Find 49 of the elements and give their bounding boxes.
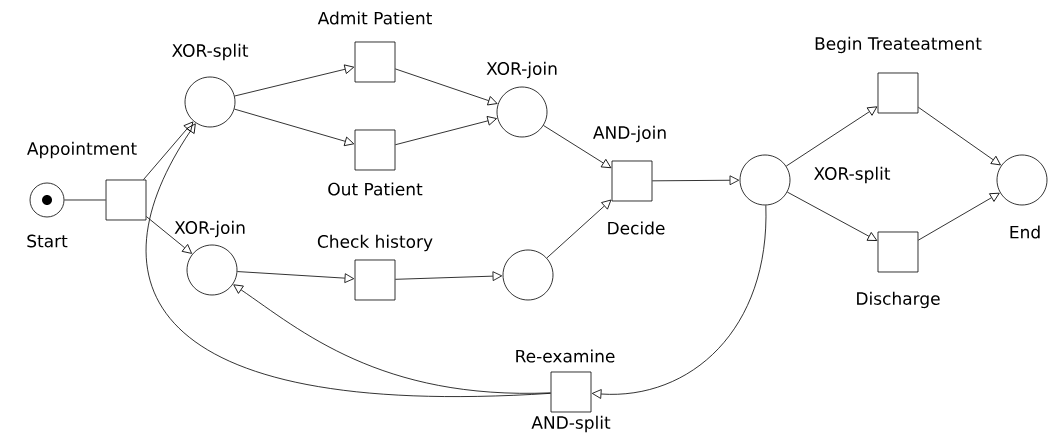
arc-arrow	[233, 284, 551, 394]
arc-arrow	[143, 121, 194, 180]
place-circle	[996, 154, 1048, 206]
start-place-with-token	[29, 182, 65, 218]
node-label: End	[1010, 225, 1040, 239]
transition-box	[105, 179, 147, 221]
transition-box	[354, 259, 396, 301]
arc-arrow	[234, 64, 355, 97]
place-circle	[496, 86, 548, 138]
arc-arrow	[918, 192, 1000, 241]
node-label: Start	[27, 234, 68, 248]
arc-arrow	[786, 191, 878, 241]
transition-box	[877, 72, 919, 114]
transition-box	[877, 231, 919, 273]
arc-arrow	[395, 116, 497, 146]
node-label: Out Patient	[328, 182, 423, 196]
arc-arrow	[652, 175, 740, 186]
transition-box	[611, 160, 653, 202]
arc-arrow	[234, 108, 355, 147]
node-label: Appointment	[27, 141, 137, 159]
transition-box	[550, 371, 592, 413]
node-label: XOR-split	[814, 166, 891, 184]
node-label: Decide	[608, 221, 665, 235]
node-label: AND-split	[531, 415, 611, 433]
arc-arrow	[918, 106, 1001, 166]
arc-arrow	[146, 216, 192, 254]
arc-arrow	[236, 271, 355, 283]
node-label: XOR-join	[486, 61, 557, 79]
place-circle	[502, 249, 554, 301]
place-circle	[186, 244, 238, 296]
node-label: Admit Patient	[317, 11, 432, 25]
arc-arrow	[146, 123, 551, 397]
arc-arrow	[395, 68, 498, 106]
node-label: XOR-join	[174, 220, 245, 238]
place-circle	[184, 76, 236, 128]
arc-arrow	[546, 199, 612, 259]
arc-arrow	[395, 271, 503, 281]
node-label: Discharge	[857, 291, 940, 309]
transition-box	[354, 41, 396, 83]
node-label: XOR-split	[172, 43, 249, 61]
node-label: AND-join	[593, 125, 666, 143]
arc-arrow	[785, 106, 878, 167]
transition-box	[354, 129, 396, 171]
place-circle	[739, 154, 791, 206]
arc-arrow	[543, 125, 612, 169]
node-label: Re-examine	[516, 349, 615, 363]
arc-arrow	[591, 205, 767, 399]
node-label: Begin Treateatment	[815, 36, 982, 54]
node-label: Check history	[317, 234, 433, 252]
